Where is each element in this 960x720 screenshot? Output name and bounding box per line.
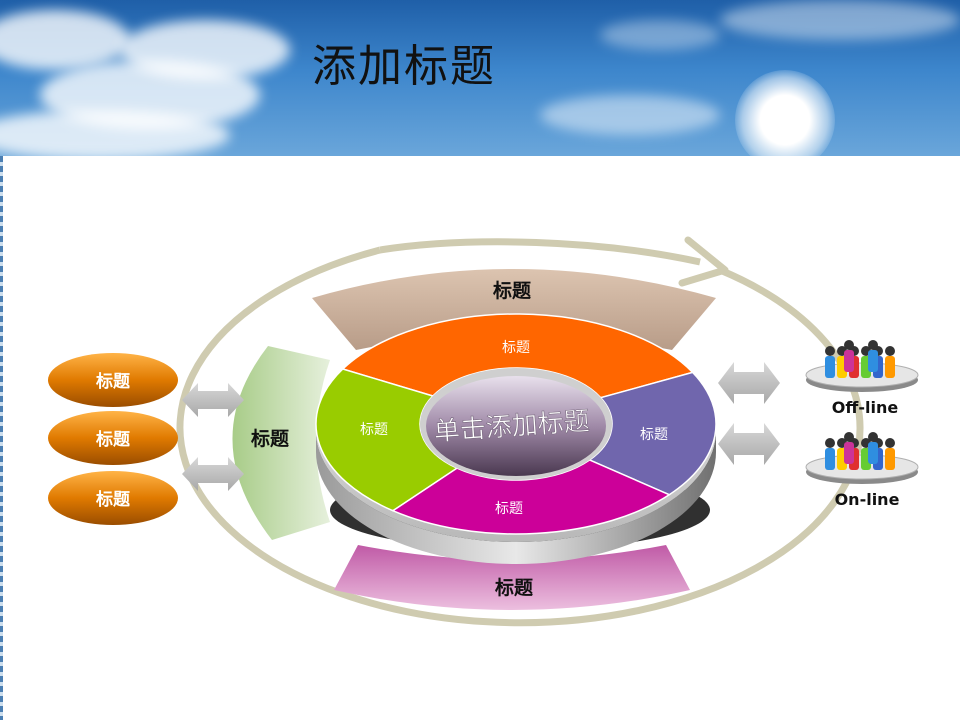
ring-segment-top-label[interactable]: 标题: [502, 340, 530, 356]
center-hub[interactable]: [426, 376, 606, 476]
outer-cycle-arrow: [176, 236, 864, 627]
offline-label[interactable]: Off-line: [832, 398, 899, 417]
pill-3[interactable]: 标题: [48, 471, 178, 525]
sun-glare: [735, 70, 835, 156]
right-double-arrows: [718, 362, 780, 465]
ring-segment-right-label[interactable]: 标题: [640, 427, 668, 443]
double-arrow-icon: [718, 423, 780, 465]
person-body: [825, 356, 835, 378]
left-band-label[interactable]: 标题: [251, 428, 289, 450]
person-body: [844, 442, 854, 464]
offline-group[interactable]: [805, 340, 919, 392]
ring-segment-left[interactable]: [315, 368, 459, 512]
sky-header-background: [0, 0, 960, 156]
person-head: [844, 432, 854, 442]
pill-2[interactable]: 标题: [48, 411, 178, 465]
online-group[interactable]: [805, 432, 919, 484]
ring-segment-bottom-label[interactable]: 标题: [495, 501, 523, 517]
person-body: [868, 442, 878, 464]
left-double-arrows: [182, 383, 244, 491]
slide-title[interactable]: 添加标题: [312, 41, 496, 92]
person-body: [868, 350, 878, 372]
person-head: [868, 340, 878, 350]
person-head: [885, 438, 895, 448]
person-body: [844, 350, 854, 372]
disk-side: [316, 430, 716, 564]
person-head: [868, 432, 878, 442]
person-body: [885, 448, 895, 470]
bottom-band-shape: [334, 545, 690, 610]
bottom-band-label[interactable]: 标题: [495, 577, 533, 599]
people-icon: [825, 340, 895, 378]
person-head: [825, 346, 835, 356]
pill-3-label: 标题: [96, 489, 131, 510]
double-arrow-icon: [718, 362, 780, 404]
ring-segment-left-label[interactable]: 标题: [360, 422, 388, 438]
people-icon: [825, 432, 895, 470]
left-band-shape: [232, 346, 330, 540]
pill-2-label: 标题: [96, 429, 131, 450]
online-label[interactable]: On-line: [835, 490, 900, 509]
left-edge-strip: [0, 156, 3, 720]
double-arrow-icon: [182, 383, 244, 417]
person-head: [885, 346, 895, 356]
top-band-label[interactable]: 标题: [493, 280, 531, 302]
person-body: [825, 448, 835, 470]
pill-1-label: 标题: [96, 371, 131, 392]
double-arrow-icon: [182, 457, 244, 491]
pill-1[interactable]: 标题: [48, 353, 178, 407]
person-head: [844, 340, 854, 350]
person-head: [825, 438, 835, 448]
person-body: [885, 356, 895, 378]
